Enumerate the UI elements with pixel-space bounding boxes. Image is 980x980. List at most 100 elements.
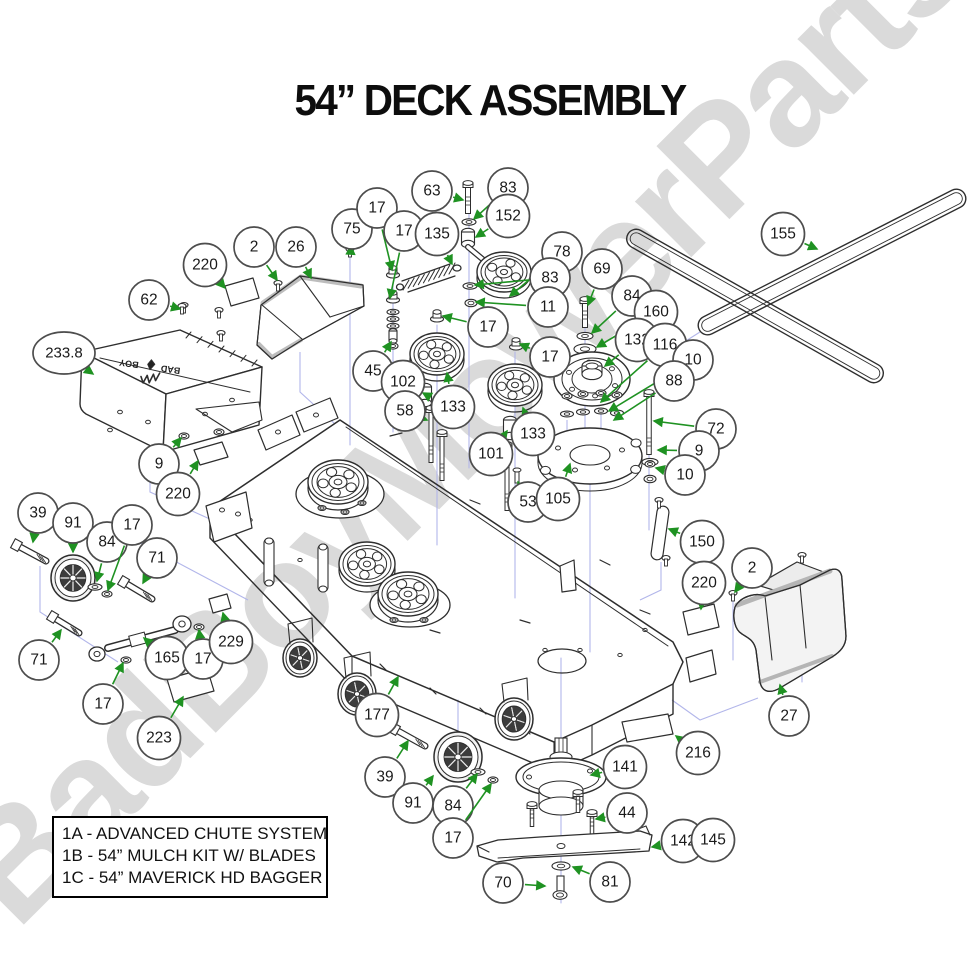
callout-17[interactable]: 17 [432,782,492,859]
callout-177[interactable]: 177 [354,675,400,738]
callout-arrow [654,465,666,476]
callout-142[interactable]: 142 [650,818,706,864]
callout-233.8[interactable]: 233.8 [32,331,96,375]
callout-number: 133 [520,426,546,443]
callout-71[interactable]: 71 [136,537,178,585]
callout-84[interactable]: 84 [432,772,478,827]
callout-number: 45 [364,363,381,380]
callout-105[interactable]: 105 [535,462,581,522]
callout-number: 101 [478,446,504,463]
callout-arrow [474,227,489,238]
callout-17[interactable]: 17 [518,336,571,378]
callout-62[interactable]: 62 [128,279,182,321]
callout-44[interactable]: 44 [594,792,648,834]
callout-141[interactable]: 141 [589,744,648,790]
callout-133[interactable]: 133 [510,406,556,457]
callout-39[interactable]: 39 [364,739,409,798]
callout-number: 17 [395,223,412,240]
callout-arrow [562,462,573,478]
callout-220[interactable]: 220 [182,242,228,290]
callout-arrow [188,459,199,475]
callout-arrow [586,289,597,307]
callout-arrow [594,812,606,823]
callout-39[interactable]: 39 [17,492,59,544]
callout-arrow [441,313,467,324]
callout-216[interactable]: 216 [674,730,721,776]
legend-item-1b: 1B - 54” MULCH KIT W/ BLADES [62,846,316,865]
callout-58[interactable]: 58 [384,390,429,432]
callout-10[interactable]: 10 [654,454,706,496]
callout-150[interactable]: 150 [667,519,725,565]
callout-135[interactable]: 135 [414,211,460,266]
callout-arrow [396,739,409,759]
callout-number: 71 [30,652,47,669]
callout-arrow [612,392,656,421]
callout-arrow [215,277,227,290]
callout-26[interactable]: 26 [275,226,317,280]
callout-number: 229 [218,634,244,651]
callout-91[interactable]: 91 [392,774,434,824]
callout-arrow [599,360,648,404]
callout-17[interactable]: 17 [441,306,509,348]
callout-69[interactable]: 69 [581,248,623,307]
callout-91[interactable]: 91 [52,502,94,554]
callout-number: 17 [444,830,461,847]
callout-arrow [465,782,492,821]
callout-81[interactable]: 81 [571,861,631,903]
callout-2[interactable]: 2 [731,547,773,594]
callout-101[interactable]: 101 [468,429,514,477]
callout-arrow [51,628,62,643]
callout-17[interactable]: 17 [106,504,153,592]
callout-number: 165 [154,650,180,667]
callout-arrow [386,252,401,300]
deck-spindles [295,459,451,628]
callout-220[interactable]: 220 [681,560,727,611]
callout-number: 11 [540,299,556,316]
callout-number: 220 [165,486,191,503]
callout-number: 75 [343,221,360,238]
callout-229[interactable]: 229 [208,611,254,665]
callout-88[interactable]: 88 [612,360,695,421]
callout-number: 84 [623,288,641,305]
callout-220[interactable]: 220 [155,459,201,517]
callout-152[interactable]: 152 [474,193,531,239]
callout-number: 83 [499,180,516,197]
callout-number: 91 [404,795,421,812]
callout-arrow [473,279,529,290]
callout-63[interactable]: 63 [411,170,465,212]
callout-27[interactable]: 27 [768,683,810,737]
mower-blade [476,825,653,900]
callout-165[interactable]: 165 [142,635,190,681]
callout-arrow [452,192,465,203]
callout-number: 150 [689,534,715,551]
callout-145[interactable]: 145 [690,817,736,863]
callout-number: 10 [684,352,702,369]
callout-arrow [82,364,95,375]
callout-17[interactable]: 17 [383,210,425,300]
callout-155[interactable]: 155 [760,211,819,257]
callout-arrow [443,253,453,266]
callout-arrow [443,371,454,384]
callout-number: 17 [123,517,140,534]
callout-number: 17 [94,696,111,713]
idler-pulley-left-stack [409,309,465,481]
callout-arrow [590,310,617,335]
callout-133[interactable]: 133 [430,371,476,430]
callout-71[interactable]: 71 [18,628,62,681]
trailing-arm-assembly [88,615,205,664]
callout-11[interactable]: 11 [474,286,569,328]
callout-number: 216 [685,745,711,762]
callout-17[interactable]: 17 [82,661,124,725]
callout-2[interactable]: 2 [233,226,278,282]
callout-number: 62 [140,292,157,309]
callout-arrow [265,264,278,282]
callout-223[interactable]: 223 [136,695,184,761]
callout-17[interactable]: 17 [356,187,398,272]
callout-number: 84 [98,534,116,551]
tension-spring [395,262,462,293]
chute-deflector [256,274,365,360]
callout-arrow [387,675,399,695]
callout-70[interactable]: 70 [482,862,547,904]
logo-word-1: BAD [160,363,181,376]
